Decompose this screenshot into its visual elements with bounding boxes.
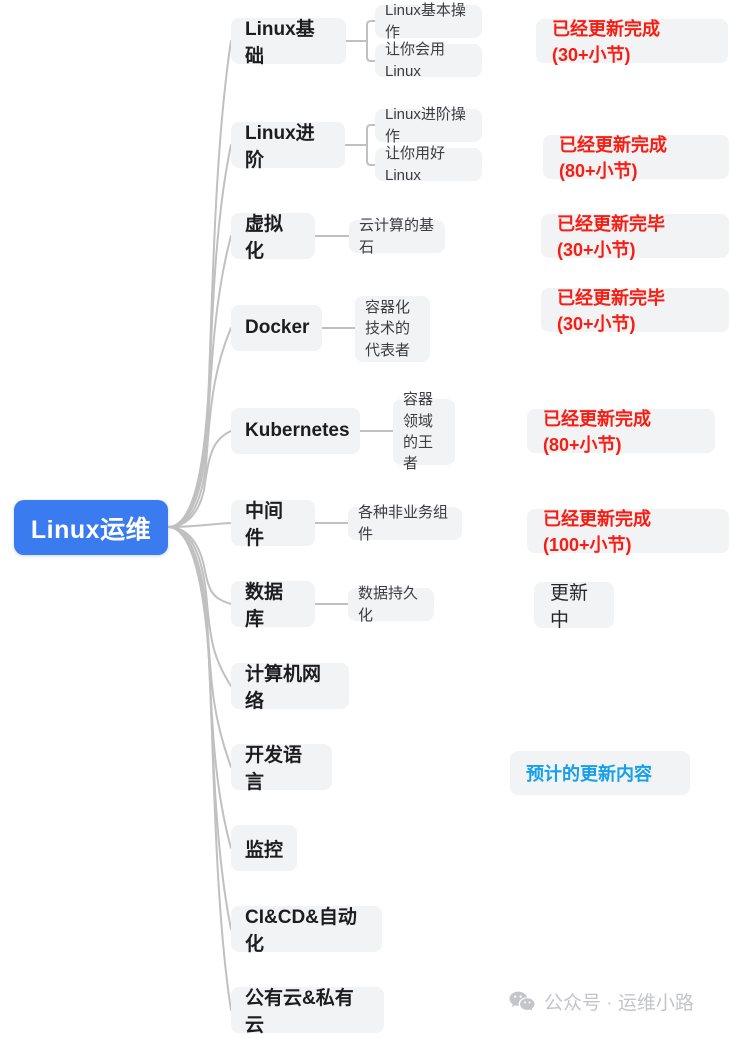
- branch-label: 中间件: [245, 501, 284, 549]
- leaf-node-linux-advanced-ops[interactable]: Linux进阶操作: [375, 106, 482, 145]
- leaf-node-container-king[interactable]: 容器领域的王者: [393, 391, 455, 472]
- branch-node-kubernetes[interactable]: Kubernetes: [231, 408, 360, 454]
- branch-label: 计算机网络: [245, 664, 322, 712]
- leaf-node-container-tech[interactable]: 容器化技术的代表者: [355, 296, 430, 362]
- leaf-label: Linux基本操作: [385, 2, 466, 41]
- branch-node-computer-network[interactable]: 计算机网络: [231, 663, 349, 712]
- root-node-label: Linux运维: [30, 515, 152, 544]
- leaf-label: 数据持久化: [358, 585, 419, 624]
- edge-root-middleware: [167, 522, 232, 528]
- branch-node-database[interactable]: 数据库: [231, 581, 315, 630]
- branch-node-virtualization[interactable]: 虚拟化: [231, 213, 315, 262]
- leaf-label: 让你会用Linux: [385, 41, 446, 80]
- status-badge-label: 已经更新完成(100+小节): [543, 509, 651, 555]
- branch-label: 虚拟化: [245, 214, 284, 262]
- branch-node-linux-basics[interactable]: Linux基础: [231, 18, 346, 67]
- branch-label: Docker: [245, 317, 310, 338]
- root-node[interactable]: Linux运维: [14, 500, 168, 555]
- leaf-node-data-persistence[interactable]: 数据持久化: [348, 585, 434, 624]
- leaf-node-nonbusiness-components[interactable]: 各种非业务组件: [348, 504, 462, 543]
- branch-label: Kubernetes: [245, 420, 350, 441]
- edge-root-virtualization: [167, 235, 232, 528]
- branch-node-docker[interactable]: Docker: [231, 305, 322, 351]
- branch-label: 监控: [245, 839, 284, 861]
- status-badge-label: 已经更新完毕(30+小节): [557, 214, 665, 260]
- branch-node-dev-languages[interactable]: 开发语言: [231, 744, 332, 793]
- edge-root-computer-network: [167, 526, 232, 687]
- edge-root-database: [167, 526, 232, 605]
- status-badge-docker: 已经更新完毕(30+小节): [541, 288, 729, 334]
- status-badge-label: 已经更新完成(30+小节): [552, 19, 660, 65]
- edge-root-dev-languages: [167, 526, 232, 768]
- edge-linux-basics-bracket: [366, 20, 376, 62]
- status-badge-label: 更新中: [550, 583, 589, 631]
- branch-label: Linux进阶: [245, 123, 315, 171]
- status-badge-middleware: 已经更新完成(100+小节): [527, 509, 729, 555]
- branch-label: 数据库: [245, 582, 284, 630]
- status-badge-label: 已经更新完成(80+小节): [543, 409, 651, 455]
- status-badge-dev-languages: 预计的更新内容: [510, 751, 690, 795]
- watermark-text: 公众号 · 运维小路: [544, 993, 694, 1014]
- leaf-label: Linux进阶操作: [385, 106, 466, 145]
- status-badge-virtualization: 已经更新完毕(30+小节): [541, 214, 729, 260]
- leaf-node-use-linux[interactable]: 让你会用Linux: [375, 41, 482, 80]
- branch-node-linux-advanced[interactable]: Linux进阶: [231, 122, 345, 171]
- edge-root-monitoring: [167, 526, 232, 849]
- leaf-node-cloud-cornerstone[interactable]: 云计算的基石: [349, 217, 445, 256]
- status-badge-linux-basics: 已经更新完成(30+小节): [536, 19, 728, 65]
- branch-node-middleware[interactable]: 中间件: [231, 500, 315, 549]
- status-badge-linux-advanced: 已经更新完成(80+小节): [543, 135, 729, 181]
- leaf-label: 容器领域的王者: [403, 391, 434, 473]
- status-badge-label: 已经更新完成(80+小节): [559, 135, 667, 181]
- watermark: 公众号 · 运维小路: [509, 988, 694, 1015]
- wechat-icon: [509, 991, 535, 1011]
- status-badge-label: 已经更新完毕(30+小节): [557, 288, 665, 334]
- edge-root-kubernetes: [167, 430, 232, 528]
- edge-root-public-private-cloud: [167, 526, 232, 1011]
- branch-label: Linux基础: [245, 19, 315, 67]
- edge-root-linux-basics: [167, 40, 232, 528]
- branch-node-monitoring[interactable]: 监控: [231, 825, 297, 871]
- edge-root-cicd-automation: [167, 526, 232, 930]
- edge-linux-advanced-bracket: [366, 124, 376, 166]
- status-badge-kubernetes: 已经更新完成(80+小节): [527, 409, 715, 455]
- leaf-label: 让你用好Linux: [385, 145, 446, 184]
- leaf-label: 云计算的基石: [359, 217, 435, 256]
- status-badge-label: 预计的更新内容: [526, 764, 652, 784]
- branch-label: CI&CD&自动化: [245, 907, 357, 955]
- status-badge-database: 更新中: [534, 582, 614, 631]
- branch-label: 开发语言: [245, 745, 303, 793]
- edge-root-docker: [167, 327, 232, 528]
- leaf-label: 容器化技术的代表者: [365, 299, 411, 359]
- edge-root-linux-advanced: [167, 144, 232, 528]
- branch-node-cicd-automation[interactable]: CI&CD&自动化: [231, 906, 382, 955]
- branch-label: 公有云&私有云: [245, 988, 354, 1036]
- leaf-node-linux-basic-ops[interactable]: Linux基本操作: [375, 2, 482, 41]
- leaf-node-master-linux[interactable]: 让你用好Linux: [375, 145, 482, 184]
- branch-node-public-private-cloud[interactable]: 公有云&私有云: [231, 987, 384, 1036]
- leaf-label: 各种非业务组件: [358, 504, 449, 543]
